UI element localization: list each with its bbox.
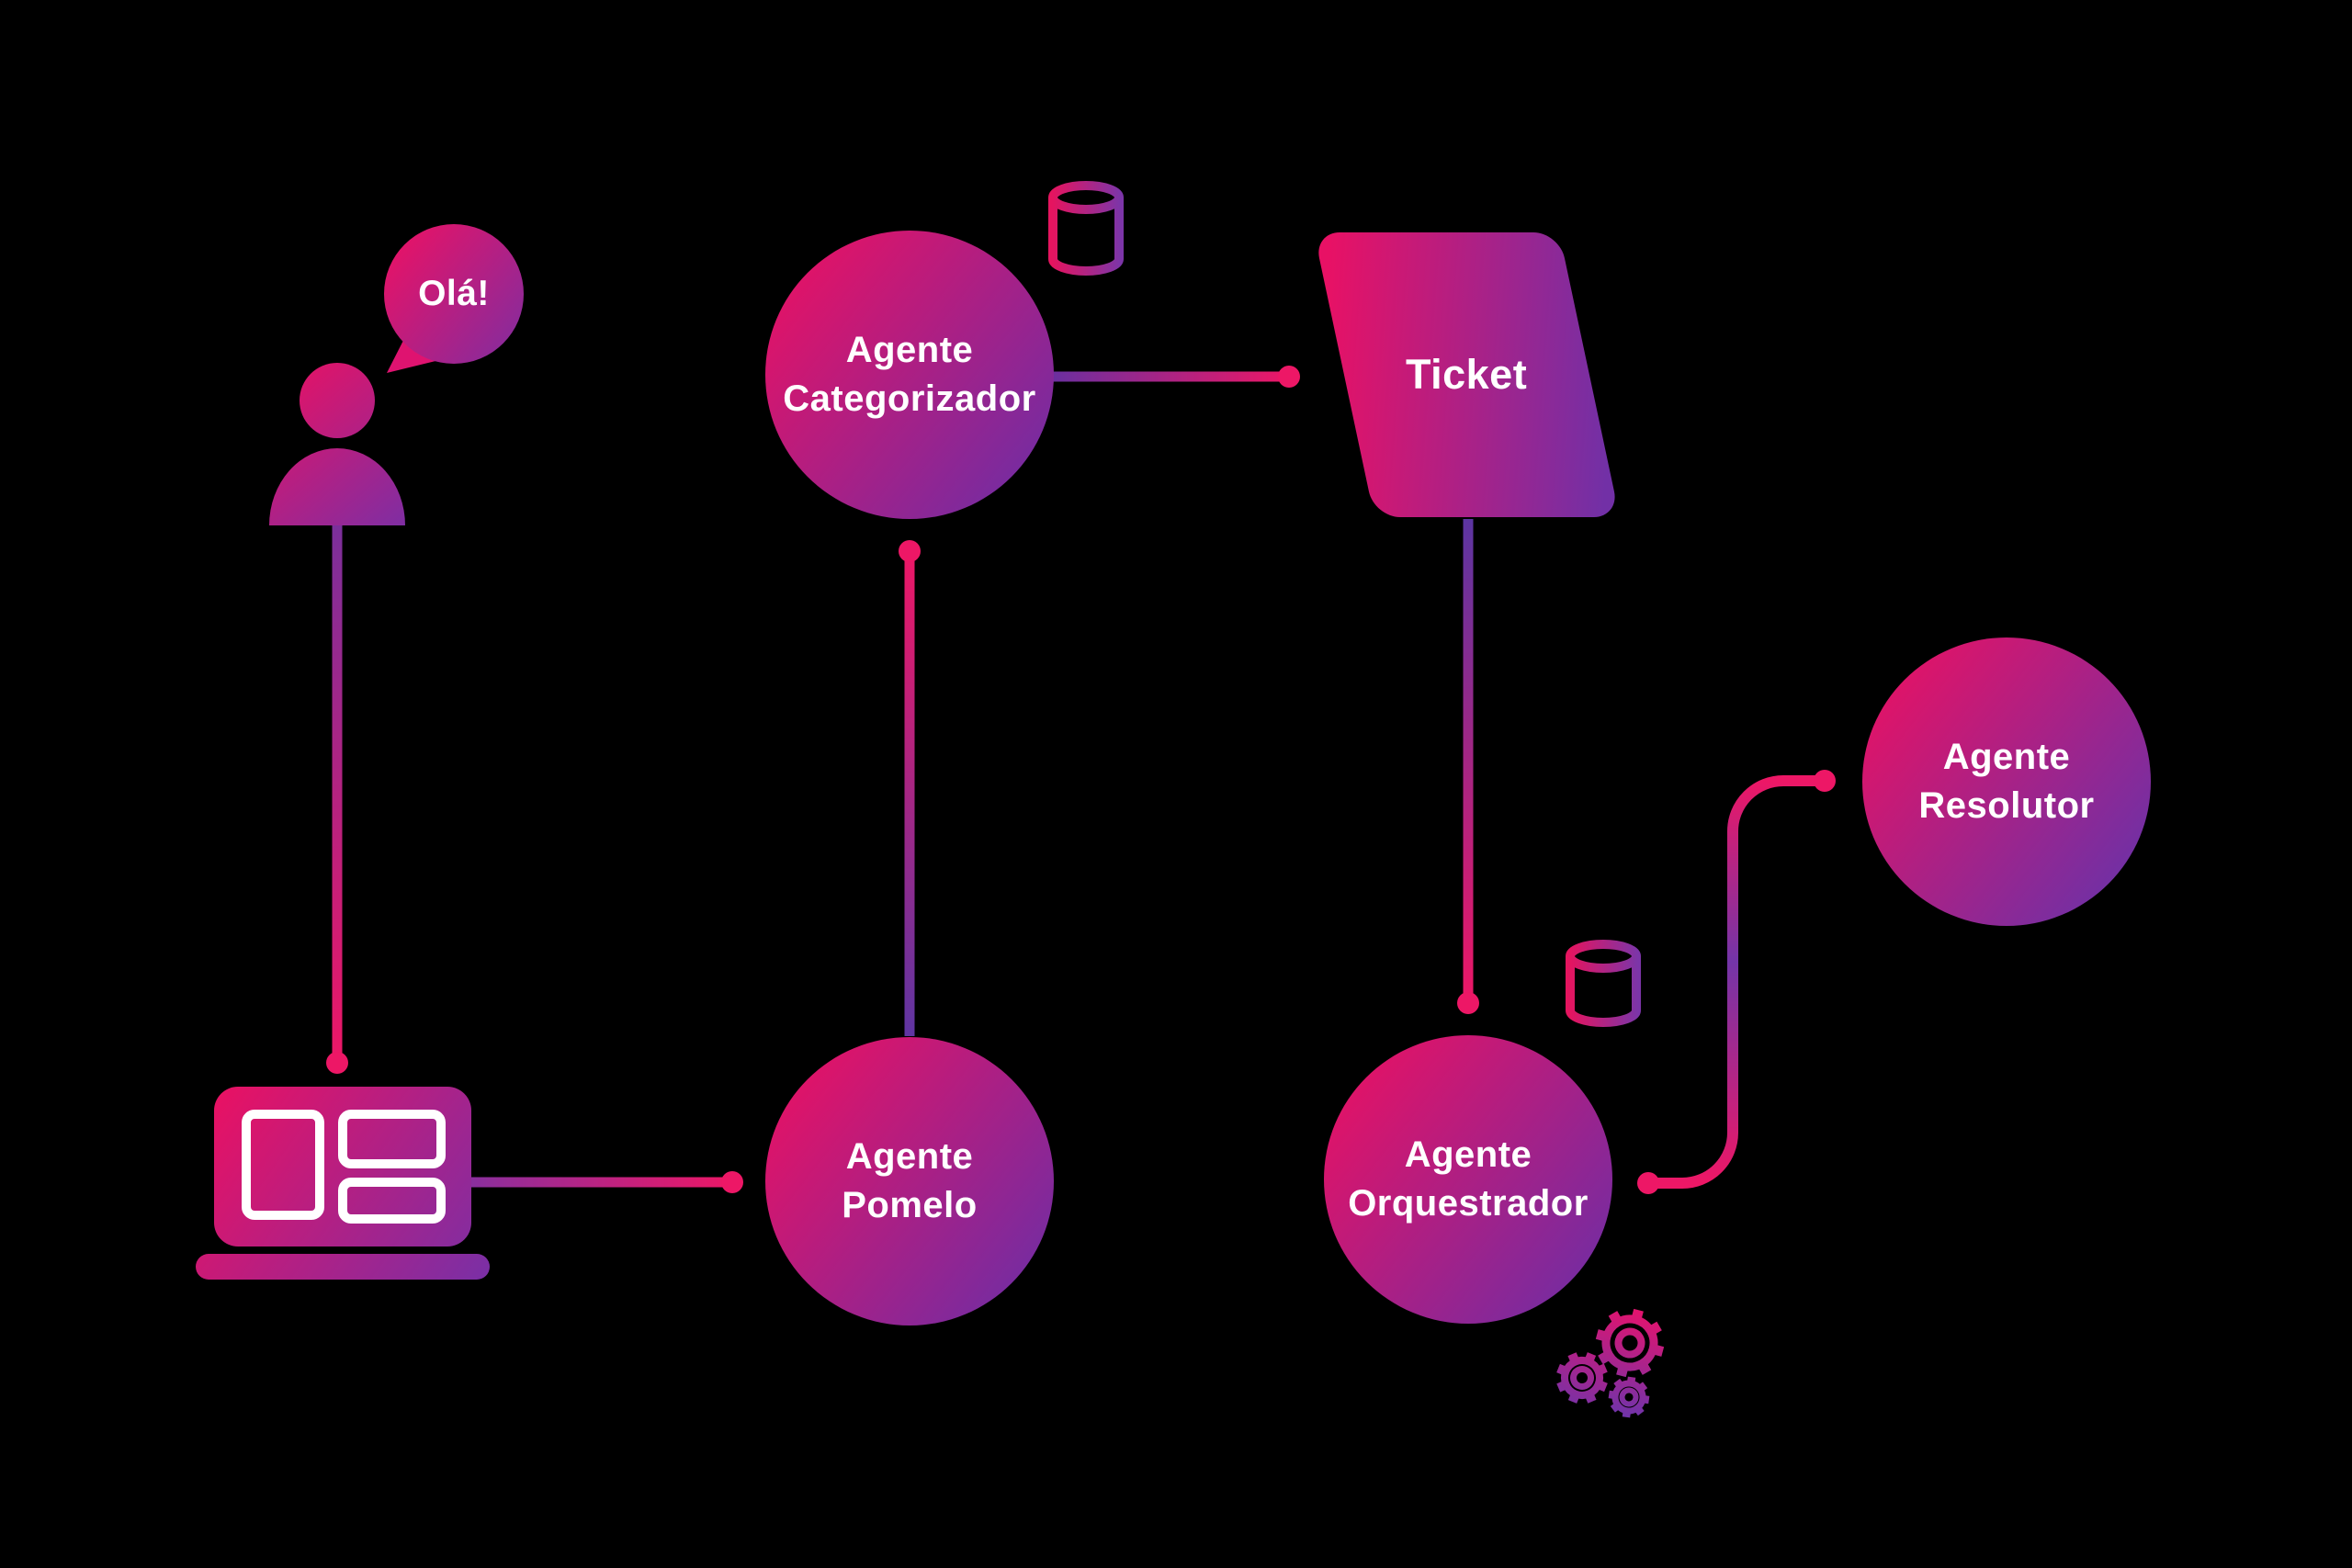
laptop-base	[196, 1254, 490, 1280]
ticket-label: Ticket	[1406, 351, 1528, 398]
database-icon	[1566, 940, 1641, 1027]
node-agente-orquestrador: Agente Orquestrador	[1324, 1035, 1612, 1324]
user-head	[300, 363, 375, 438]
connector-dot	[1814, 770, 1836, 792]
user-icon	[269, 363, 405, 525]
connector-dot	[1637, 1172, 1659, 1194]
node-agente-resolutor: Agente Resolutor	[1862, 637, 2151, 926]
gear-small	[1608, 1376, 1650, 1418]
node-agente-pomelo: Agente Pomelo	[765, 1037, 1054, 1325]
user-shoulders	[269, 448, 405, 525]
node-label-line1: Agente	[845, 330, 974, 371]
speech-bubble: Olá!	[384, 224, 524, 364]
connector-dot	[1457, 992, 1479, 1014]
gear-large	[1595, 1308, 1665, 1378]
connector-dot	[899, 540, 921, 562]
database-icon	[1048, 181, 1124, 276]
laptop-screen-windows	[242, 1110, 446, 1224]
laptop-icon	[196, 1087, 490, 1280]
node-label-line2: Categorizador	[783, 378, 1036, 419]
node-label-line2: Pomelo	[842, 1185, 978, 1225]
connector-dot	[326, 1052, 348, 1074]
connector-dot	[721, 1171, 743, 1193]
connector-orquestrador-resolutor	[1648, 775, 1825, 1189]
node-label-line2: Orquestrador	[1348, 1183, 1589, 1224]
node-label-line2: Resolutor	[1918, 785, 2095, 826]
node-label-line1: Agente	[1404, 1134, 1532, 1176]
connector-dot	[1278, 366, 1300, 388]
laptop-screen	[214, 1087, 471, 1247]
node-label-line1: Agente	[845, 1136, 974, 1178]
speech-bubble-text: Olá!	[418, 274, 490, 313]
gear-medium	[1556, 1352, 1608, 1404]
node-agente-categorizador: Agente Categorizador	[765, 231, 1054, 519]
node-label-line1: Agente	[1942, 737, 2071, 778]
gears-icon	[1556, 1308, 1665, 1418]
